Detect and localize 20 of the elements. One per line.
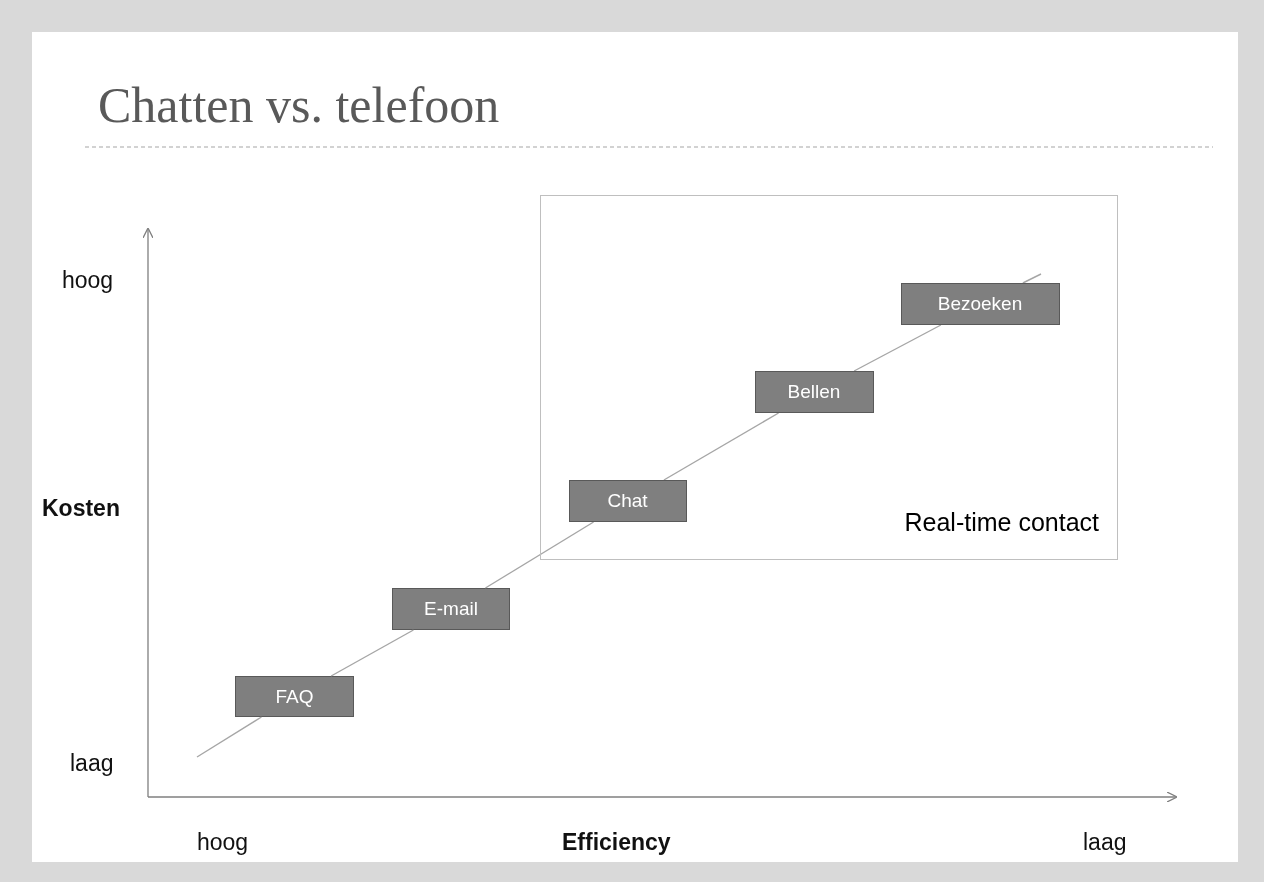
channel-box: Bellen <box>754 370 874 413</box>
connector-line <box>330 629 415 677</box>
axis-level-label: hoog <box>62 269 114 292</box>
axis-level-label: hoog <box>197 831 249 854</box>
channel-box: FAQ <box>235 676 354 717</box>
region-frame <box>540 195 1118 560</box>
channel-box: Chat <box>568 479 687 522</box>
slide-title: Chatten vs. telefoon <box>98 80 500 130</box>
region-label: Real-time contact <box>904 510 1099 535</box>
channel-box: Bezoeken <box>900 282 1060 325</box>
connector-line <box>196 716 263 758</box>
axis-title: Kosten <box>42 497 120 520</box>
axis-level-label: laag <box>70 752 114 775</box>
connector-line <box>484 521 595 589</box>
connector-line <box>853 324 942 372</box>
connector-line <box>1022 273 1042 284</box>
channel-box: E-mail <box>392 588 510 630</box>
connector-line <box>663 412 780 481</box>
axis-title: Efficiency <box>562 831 671 854</box>
axis-level-label: laag <box>1083 831 1127 854</box>
